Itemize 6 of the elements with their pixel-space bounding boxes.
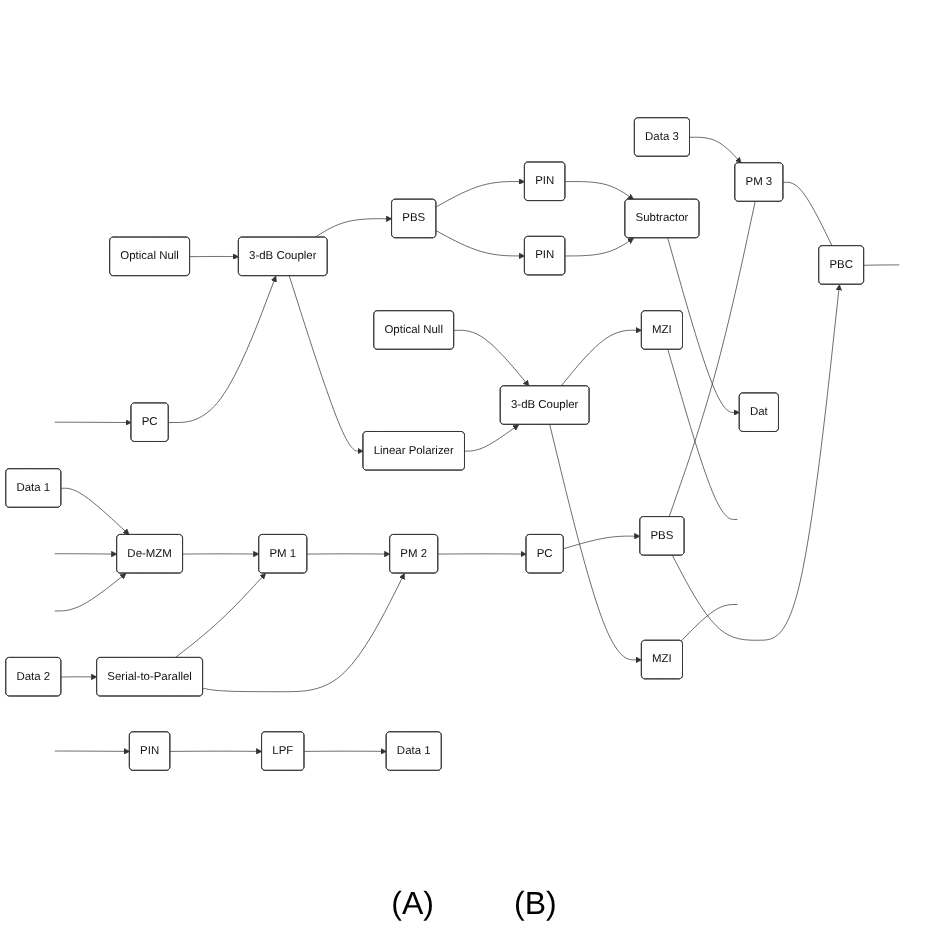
connector [667, 349, 738, 520]
connector [782, 181, 833, 247]
panel-label: (B) [514, 888, 557, 924]
panel-label: (A) [391, 888, 434, 924]
connector [680, 604, 738, 642]
connector [863, 264, 900, 266]
